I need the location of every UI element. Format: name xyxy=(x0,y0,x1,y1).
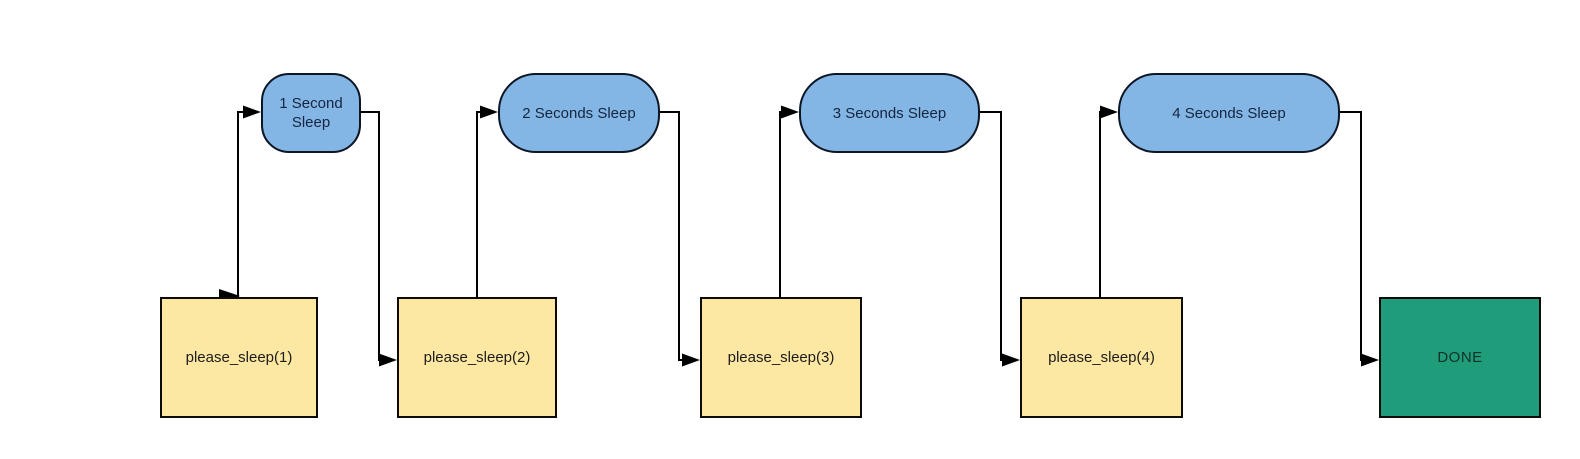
edge-pill4-to-done xyxy=(1340,111,1363,361)
node-please-sleep-2: please_sleep(2) xyxy=(397,297,557,418)
edge-task4-to-pill4 xyxy=(1099,111,1101,297)
edge-pill1-to-task2 xyxy=(361,111,381,361)
edge-pill2-to-task3 xyxy=(660,111,683,361)
node-please-sleep-1: please_sleep(1) xyxy=(160,297,318,418)
node-3-seconds-sleep: 3 Seconds Sleep xyxy=(799,73,980,153)
node-4-seconds-sleep: 4 Seconds Sleep xyxy=(1118,73,1340,153)
edge-pill1-to-task2-arrowhead xyxy=(379,353,397,367)
node-please-sleep-4: please_sleep(4) xyxy=(1020,297,1183,418)
edge-pill3-to-task4 xyxy=(980,111,1003,361)
node-2-seconds-sleep: 2 Seconds Sleep xyxy=(498,73,660,153)
edge-pill2-to-task3-arrowhead xyxy=(682,353,700,367)
edge-task4-to-pill4-arrowhead xyxy=(1100,105,1118,119)
edge-task3-to-pill3-arrowhead xyxy=(781,105,799,119)
node-please-sleep-3: please_sleep(3) xyxy=(700,297,862,418)
edge-task1-to-pill1-arrowhead xyxy=(243,105,261,119)
node-1-second-sleep: 1 Second Sleep xyxy=(261,73,361,153)
edge-task1-to-pill1 xyxy=(237,111,244,297)
node-done-terminal: DONE xyxy=(1379,297,1541,418)
edge-pill3-to-task4-arrowhead xyxy=(1002,353,1020,367)
edge-task2-to-pill2 xyxy=(476,111,481,297)
edge-task3-to-pill3 xyxy=(779,111,782,297)
edge-pill4-to-done-arrowhead xyxy=(1361,353,1379,367)
edge-task2-to-pill2-arrowhead xyxy=(480,105,498,119)
